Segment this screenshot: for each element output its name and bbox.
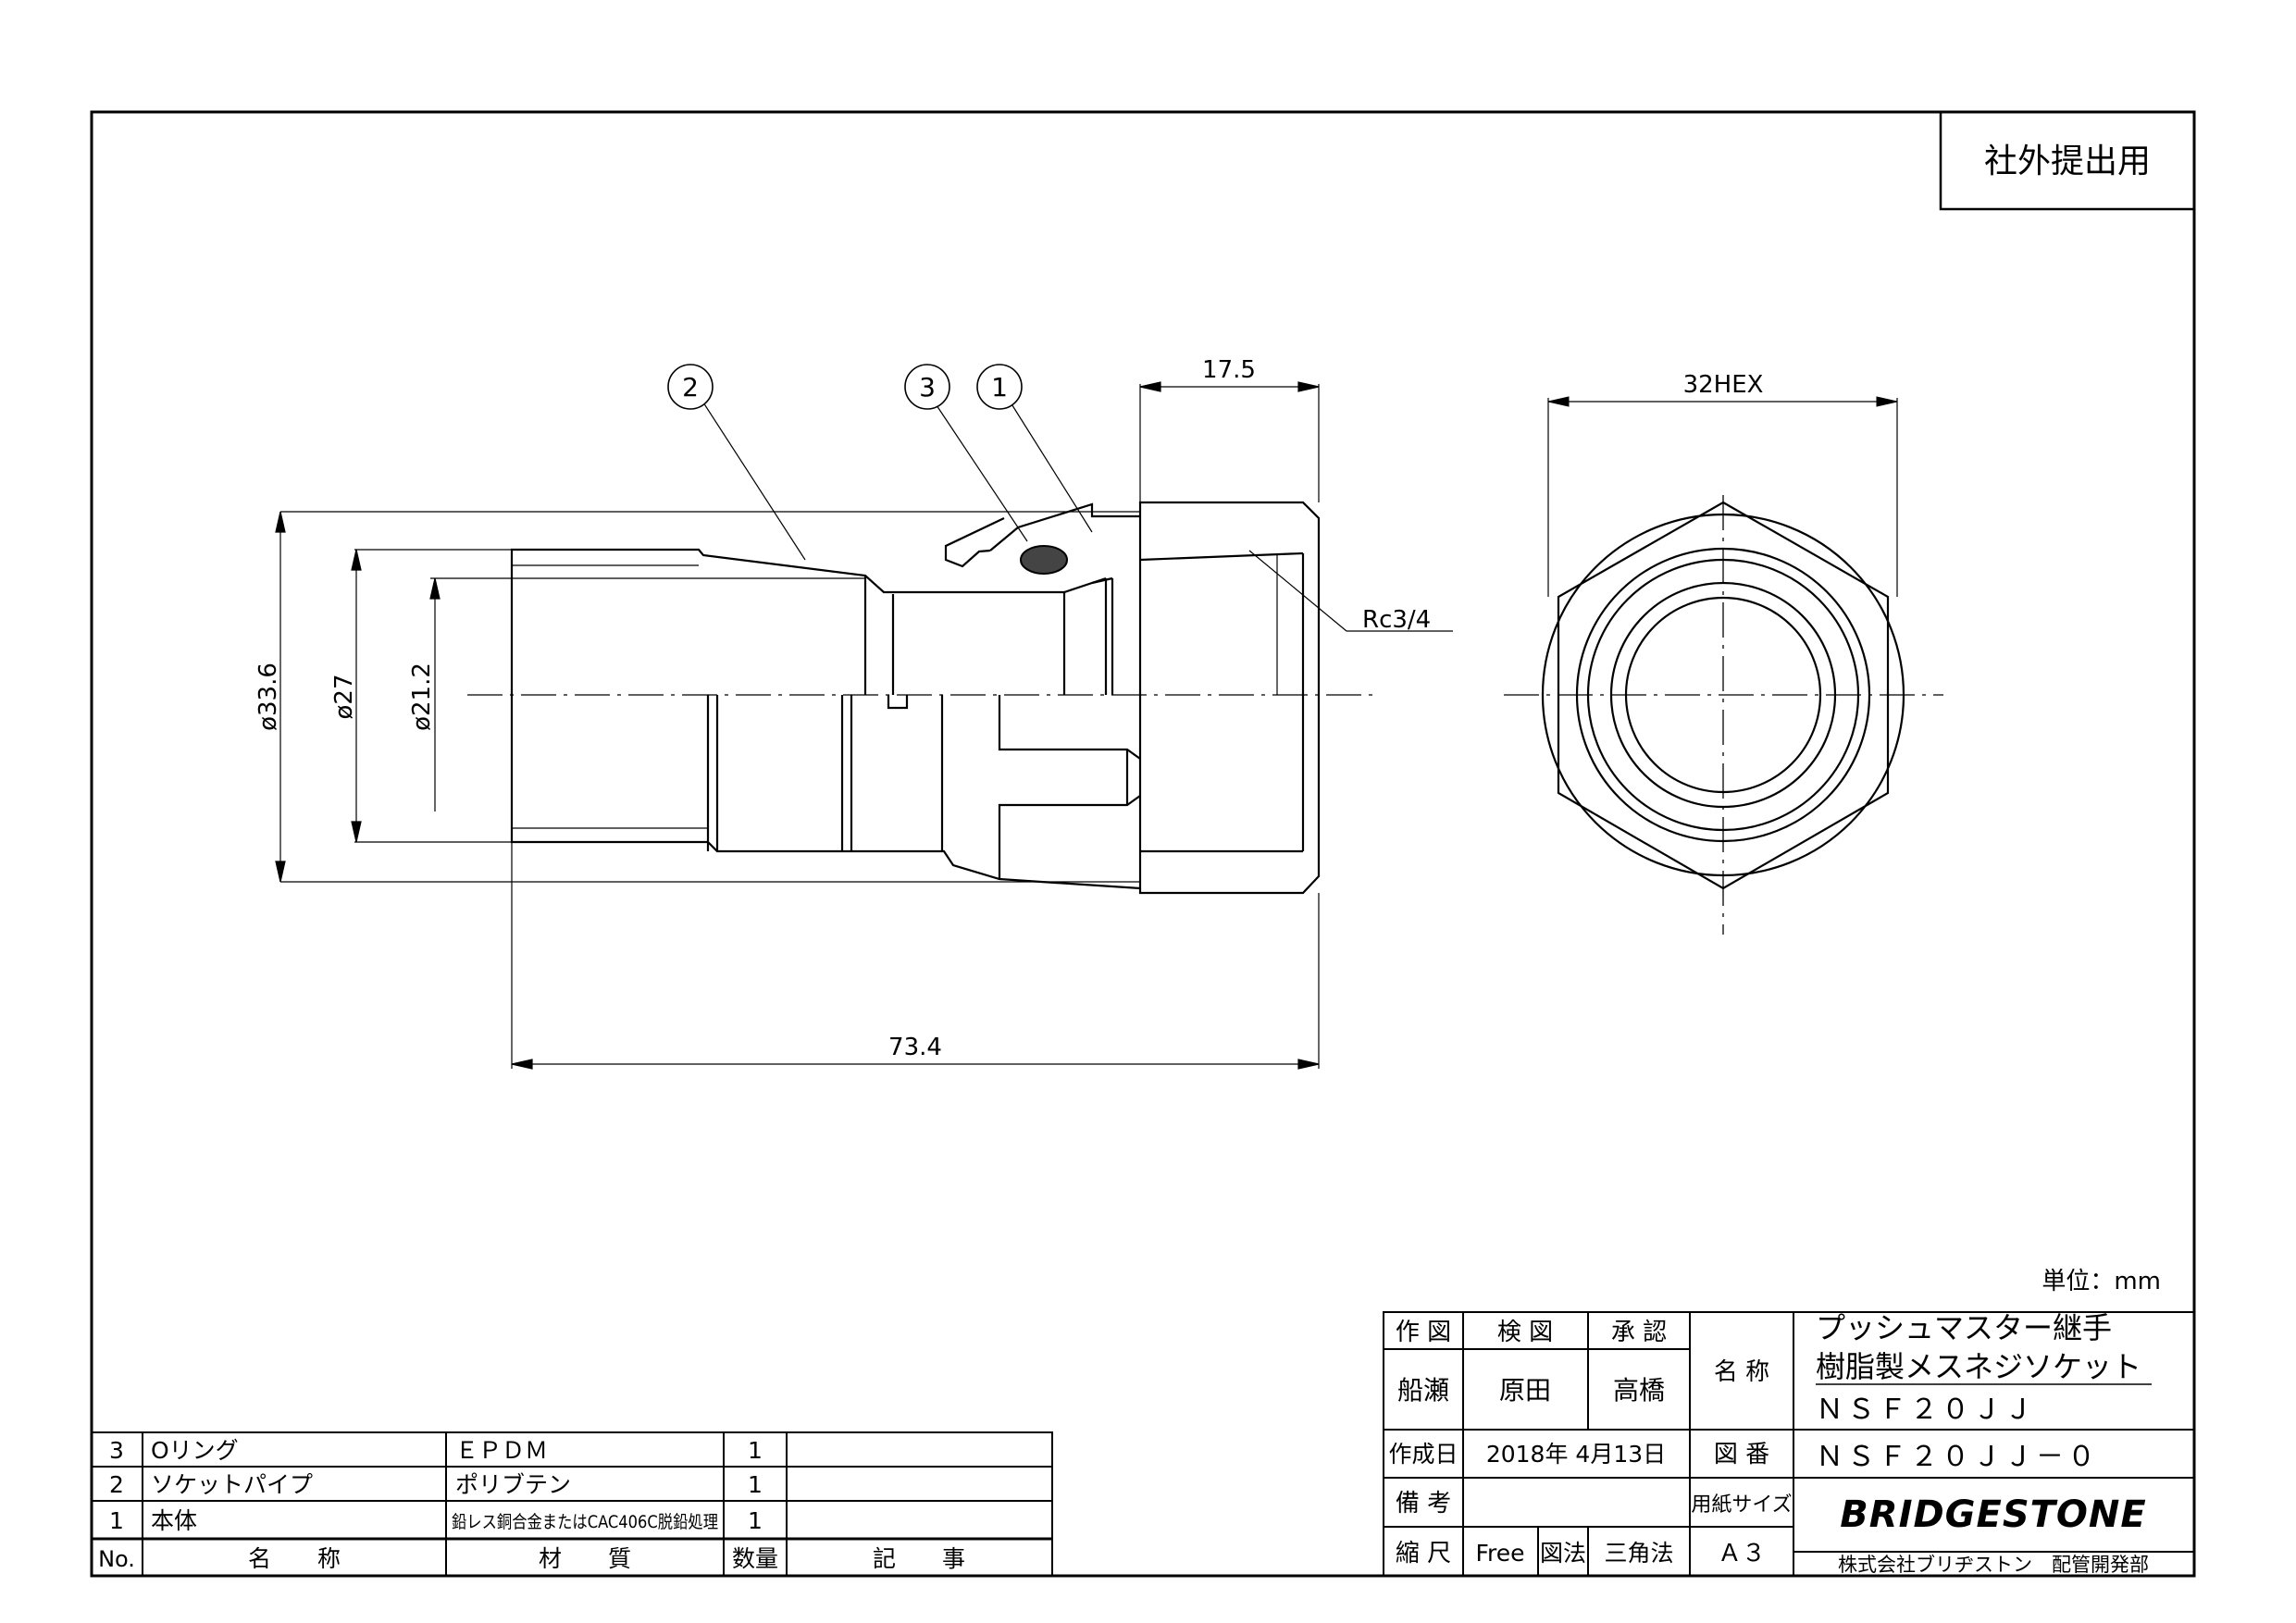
title-block-text: 作 図 検 図 承 認 船瀬 原田 高橋 名 称 プッシュマスター継手 樹脂製メ… bbox=[1388, 1310, 2149, 1576]
part-balloon-3: 3 bbox=[904, 364, 950, 410]
date-label: 作成日 bbox=[1388, 1441, 1458, 1468]
parts-list-cells: 3 Oリング ＥＰＤＭ 1 2 ソケットパイプ ポリブテン 1 1 本体 鉛レス… bbox=[98, 1437, 965, 1572]
front-section-view bbox=[467, 501, 1374, 895]
product-code: ＮＳＦ２０ＪＪ bbox=[1816, 1394, 2036, 1426]
part-balloon-1: 1 bbox=[976, 364, 1023, 410]
svg-text:本体: 本体 bbox=[151, 1507, 197, 1534]
body-hex-lower bbox=[1138, 695, 1321, 895]
svg-text:1: 1 bbox=[109, 1507, 124, 1534]
socket-pipe-lower bbox=[510, 695, 1141, 890]
svg-text:記 事: 記 事 bbox=[873, 1545, 965, 1572]
svg-text:1: 1 bbox=[748, 1507, 763, 1534]
body-hex-upper bbox=[1138, 501, 1321, 695]
unit-label: 単位：mm bbox=[2042, 1268, 2161, 1295]
dim-thread: Rc3/4 bbox=[1362, 606, 1431, 634]
dim-overall-length: 73.4 bbox=[888, 1034, 942, 1061]
svg-text:1: 1 bbox=[991, 372, 1008, 403]
approved-label: 承 認 bbox=[1611, 1319, 1667, 1346]
table-row: 3 Oリング ＥＰＤＭ 1 bbox=[109, 1437, 763, 1464]
name-label: 名 称 bbox=[1714, 1358, 1769, 1386]
dim-hex: 32HEX bbox=[1683, 371, 1764, 399]
svg-text:2: 2 bbox=[109, 1471, 124, 1498]
remarks-label: 備 考 bbox=[1396, 1490, 1451, 1518]
part-balloon-2: 2 bbox=[667, 364, 714, 410]
title-block-grid bbox=[1383, 1311, 2195, 1577]
product-name-line2: 樹脂製メスネジソケット bbox=[1816, 1349, 2141, 1384]
external-submission-stamp: 社外提出用 bbox=[1939, 112, 2194, 211]
dim-outer-diameter: ø33.6 bbox=[254, 663, 282, 731]
svg-text:材 質: 材 質 bbox=[539, 1545, 631, 1572]
scale-value: Free bbox=[1475, 1540, 1524, 1567]
table-row: 2 ソケットパイプ ポリブテン 1 bbox=[109, 1471, 763, 1498]
dim-face-length: 17.5 bbox=[1202, 356, 1256, 384]
parts-list-table bbox=[91, 1431, 1053, 1577]
stamp-text: 社外提出用 bbox=[1984, 142, 2151, 180]
drawing-number: ＮＳＦ２０ＪＪ－０ bbox=[1816, 1441, 2099, 1473]
svg-text:Oリング: Oリング bbox=[151, 1437, 239, 1464]
dim-mid-diameter: ø27 bbox=[330, 675, 358, 720]
svg-text:3: 3 bbox=[109, 1437, 124, 1464]
front-dimensions bbox=[275, 381, 1453, 1070]
approved-by: 高橋 bbox=[1613, 1375, 1665, 1406]
svg-text:数量: 数量 bbox=[732, 1545, 778, 1572]
sheet-border bbox=[90, 110, 2196, 1578]
creation-date: 2018年 4月13日 bbox=[1486, 1441, 1666, 1468]
hex-outline bbox=[1557, 501, 1890, 890]
socket-pipe-upper bbox=[510, 548, 1107, 695]
drawn-label: 作 図 bbox=[1396, 1319, 1451, 1346]
svg-text:鉛レス銅合金またはCAC406C脱鉛処理: 鉛レス銅合金またはCAC406C脱鉛処理 bbox=[452, 1512, 718, 1532]
svg-text:No.: No. bbox=[98, 1546, 135, 1572]
paper-size-label: 用紙サイズ bbox=[1691, 1493, 1792, 1517]
svg-text:1: 1 bbox=[748, 1471, 763, 1498]
projection-label: 図法 bbox=[1540, 1540, 1586, 1567]
paper-size: Ａ３ bbox=[1718, 1540, 1766, 1567]
dim-inner-diameter: ø21.2 bbox=[408, 663, 436, 731]
bridgestone-logo: BRIDGESTONE bbox=[1840, 1493, 2146, 1536]
svg-text:ソケットパイプ: ソケットパイプ bbox=[151, 1471, 313, 1498]
svg-text:ＥＰＤＭ: ＥＰＤＭ bbox=[455, 1437, 548, 1464]
svg-text:名 称: 名 称 bbox=[248, 1545, 341, 1572]
projection-method: 三角法 bbox=[1604, 1540, 1673, 1567]
product-name-line1: プッシュマスター継手 bbox=[1816, 1310, 2112, 1345]
checked-by: 原田 bbox=[1499, 1375, 1551, 1406]
company-name: 株式会社ブリヂストン 配管開発部 bbox=[1838, 1554, 2149, 1576]
svg-text:ポリブテン: ポリブテン bbox=[455, 1471, 571, 1498]
svg-text:1: 1 bbox=[748, 1437, 763, 1464]
checked-label: 検 図 bbox=[1497, 1319, 1553, 1346]
table-row: 1 本体 鉛レス銅合金またはCAC406C脱鉛処理 1 bbox=[109, 1507, 763, 1534]
o-ring-section bbox=[1020, 545, 1068, 575]
scale-label: 縮 尺 bbox=[1396, 1540, 1451, 1567]
svg-text:3: 3 bbox=[919, 372, 936, 403]
svg-text:2: 2 bbox=[682, 372, 699, 403]
drawing-no-label: 図 番 bbox=[1714, 1441, 1769, 1468]
end-view bbox=[1504, 396, 1943, 935]
table-header: No. 名 称 材 質 数量 記 事 bbox=[98, 1545, 965, 1572]
drawn-by: 船瀬 bbox=[1397, 1375, 1449, 1406]
